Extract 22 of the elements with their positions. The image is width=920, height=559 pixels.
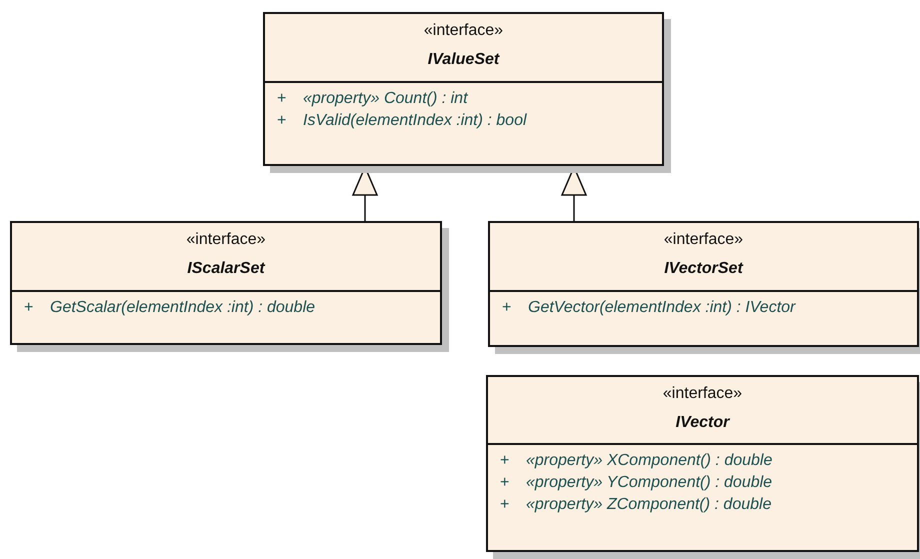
method-signature: «property» YComponent() : double [526, 474, 772, 492]
visibility-marker: + [24, 299, 34, 317]
method-signature: «property» Count() : int [303, 90, 468, 108]
visibility-marker: + [277, 112, 286, 130]
visibility-marker: + [277, 90, 286, 108]
visibility-marker: + [500, 496, 510, 514]
stereotype-label: «interface» [186, 230, 266, 250]
stereotype-label: «interface» [662, 384, 742, 404]
method-signature: «property» ZComponent() : double [526, 496, 772, 514]
class-name: IVectorSet [664, 259, 743, 279]
method-signature: IsValid(elementIndex :int) : bool [303, 112, 527, 130]
stereotype-label: «interface» [664, 230, 744, 250]
visibility-marker: + [502, 299, 512, 317]
class-name: IVector [676, 413, 730, 433]
visibility-marker: + [500, 452, 510, 470]
class-name: IScalarSet [187, 259, 265, 279]
method-signature: «property» XComponent() : double [526, 452, 772, 470]
visibility-marker: + [500, 474, 510, 492]
stereotype-label: «interface» [424, 21, 504, 41]
method-signature: GetVector(elementIndex :int) : IVector [528, 299, 796, 317]
method-signature: GetScalar(elementIndex :int) : double [50, 299, 316, 317]
class-name: IValueSet [428, 50, 500, 70]
